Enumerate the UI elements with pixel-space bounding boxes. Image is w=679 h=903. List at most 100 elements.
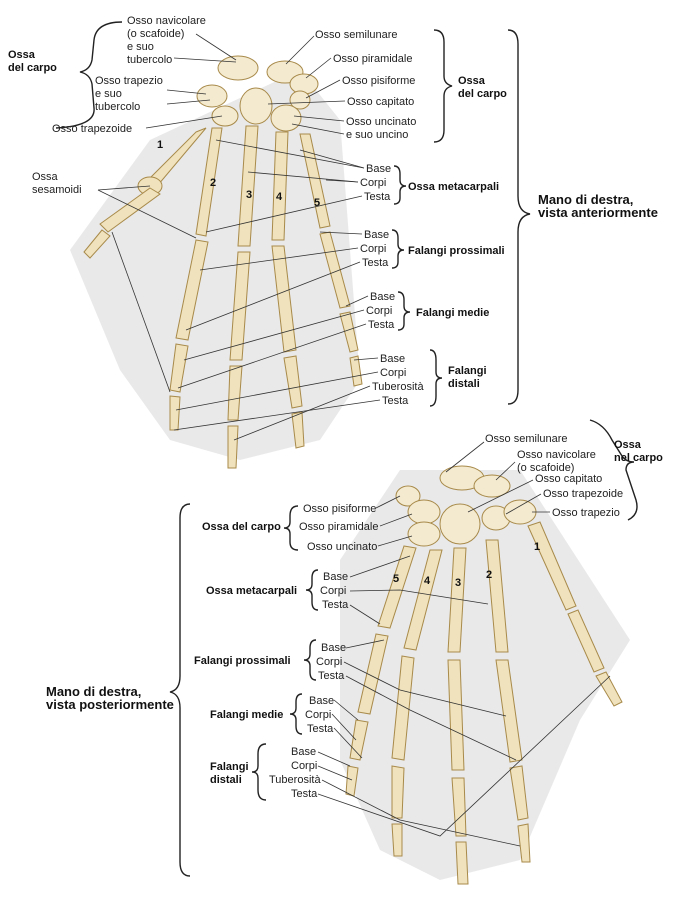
posterior-label-pm-corpi: Corpi: [305, 709, 331, 721]
anterior-middle-4: [283, 355, 303, 409]
label-line: e suo: [95, 88, 122, 100]
posterior-brace-carpo-left: [283, 505, 299, 551]
anterior-group-carpo-left: Ossa del carpo: [8, 49, 57, 74]
anterior-number-4: 4: [276, 191, 283, 203]
posterior-brace-main: [169, 503, 191, 877]
posterior-thumb-proximal: [567, 609, 605, 673]
title-line: Mano di destra,: [538, 192, 633, 207]
label-line: distali: [210, 774, 242, 786]
anterior-number-2: 2: [210, 177, 216, 189]
posterior-piramidale-bone: [407, 499, 441, 525]
anterior-label-pp-testa: Testa: [362, 257, 389, 269]
anterior-brace-main: [507, 29, 531, 405]
anterior-label-met-base: Base: [366, 163, 391, 175]
anterior-label-semilunare: Osso semilunare: [315, 29, 398, 41]
group-line: Ossa: [614, 439, 642, 451]
anterior-number-5: 5: [314, 197, 320, 209]
posterior-number-2: 2: [486, 569, 492, 581]
posterior-middle-4: [391, 765, 405, 819]
anterior-label-piramidale: Osso piramidale: [333, 53, 412, 65]
label-line: sesamoidi: [32, 184, 82, 196]
anterior-label-pm-base: Base: [370, 291, 395, 303]
anterior-label-pm-corpi: Corpi: [366, 305, 392, 317]
label-line: (o scafoide): [517, 462, 574, 474]
group-line: Falangi: [448, 365, 487, 377]
posterior-proximal-3: [447, 659, 465, 771]
anterior-brace-distali: [429, 349, 443, 407]
label-line: Osso uncinato: [346, 116, 416, 128]
anterior-number-1: 1: [157, 139, 163, 151]
anterior-metacarpal-3: [237, 125, 259, 247]
posterior-view: 5 4 3 2 1 Osso semilunare Osso navicolar…: [46, 419, 663, 885]
anterior-metacarpal-2: [195, 127, 223, 237]
anterior-label-pm-testa: Testa: [368, 319, 395, 331]
posterior-label-pd-testa: Testa: [291, 788, 318, 800]
anterior-uncinato-bone: [270, 104, 302, 132]
anterior-title: Mano di destra, vista anteriormente: [538, 192, 658, 220]
posterior-label-trapezio: Osso trapezio: [552, 507, 620, 519]
anterior-brace-prossimali: [391, 229, 405, 269]
anterior-thumb-proximal: [99, 187, 161, 233]
anterior-scafoide-bone: [217, 55, 259, 81]
label-line: Osso navicolare: [127, 15, 206, 27]
anterior-group-carpo-right: Ossa del carpo: [458, 75, 507, 100]
posterior-group-distali: Falangi distali: [210, 761, 252, 786]
label-line: Osso navicolare: [517, 449, 596, 461]
posterior-distal-2: [517, 823, 531, 863]
posterior-label-scafoide: Osso navicolare (o scafoide): [517, 449, 599, 474]
posterior-distal-4: [391, 823, 403, 857]
anterior-middle-5: [339, 311, 359, 353]
posterior-group-metacarpali: Ossa metacarpali: [206, 585, 297, 597]
posterior-label-pisiforme: Osso pisiforme: [303, 503, 376, 515]
anterior-metacarpal-4: [271, 131, 289, 241]
anterior-label-capitato: Osso capitato: [347, 96, 414, 108]
label-line: nel carpo: [614, 452, 663, 464]
anterior-distal-4: [291, 411, 305, 449]
anterior-view: 1 2 3 4 5 Osso navicolare (o scafoide)e …: [8, 15, 658, 469]
posterior-brace-carpo-right: [589, 419, 638, 521]
anterior-label-pisiforme: Osso pisiforme: [342, 75, 415, 87]
posterior-metacarpal-3: [447, 547, 467, 653]
label-line: Osso trapezio: [95, 75, 163, 87]
posterior-brace-medie: [289, 693, 303, 735]
title-line: Mano di destra,: [46, 684, 141, 699]
anterior-proximal-4: [271, 245, 297, 353]
label-line: vista anteriormente: [538, 205, 658, 220]
anterior-middle-2: [169, 343, 189, 393]
anterior-brace-carpo-left: [55, 21, 123, 129]
anterior-distal-2: [169, 395, 181, 431]
anterior-group-distali: Falangi distali: [448, 365, 490, 390]
label-line: vista posteriormente: [46, 697, 174, 712]
posterior-proximal-4: [391, 655, 415, 761]
group-line: Ossa: [458, 75, 486, 87]
posterior-label-pd-corpi: Corpi: [291, 760, 317, 772]
posterior-distal-3: [455, 841, 469, 885]
posterior-label-pd-tuberosita: Tuberosità: [269, 774, 321, 786]
posterior-number-5: 5: [393, 573, 399, 585]
anterior-thumb: [83, 127, 207, 259]
anterior-piramidale-bone: [289, 73, 319, 95]
label-line: e suo: [127, 41, 154, 53]
posterior-label-capitato: Osso capitato: [535, 473, 602, 485]
anterior-group-metacarpali: Ossa metacarpali: [408, 181, 499, 193]
anterior-thumb-distal: [83, 229, 111, 259]
label-line: distali: [448, 378, 480, 390]
posterior-metacarpal-5: [377, 545, 417, 629]
anterior-carpals: [196, 55, 319, 132]
posterior-uncinato-bone: [407, 521, 441, 547]
anterior-label-sesamoidi: Ossa sesamoidi: [32, 171, 82, 196]
anterior-proximal-2: [175, 239, 209, 341]
posterior-label-trapezoide: Osso trapezoide: [543, 488, 623, 500]
posterior-label-met-corpi: Corpi: [320, 585, 346, 597]
posterior-group-carpo-right: Ossa nel carpo: [614, 439, 663, 464]
label-line: del carpo: [8, 62, 57, 74]
posterior-label-met-testa: Testa: [322, 599, 349, 611]
posterior-leader-lines: [317, 441, 611, 847]
label-line: Ossa: [32, 171, 59, 183]
posterior-hand-shading: [340, 470, 630, 880]
posterior-metacarpal-1: [527, 521, 577, 611]
anterior-trapezio-bone: [196, 84, 228, 108]
posterior-label-piramidale: Osso piramidale: [299, 521, 378, 533]
